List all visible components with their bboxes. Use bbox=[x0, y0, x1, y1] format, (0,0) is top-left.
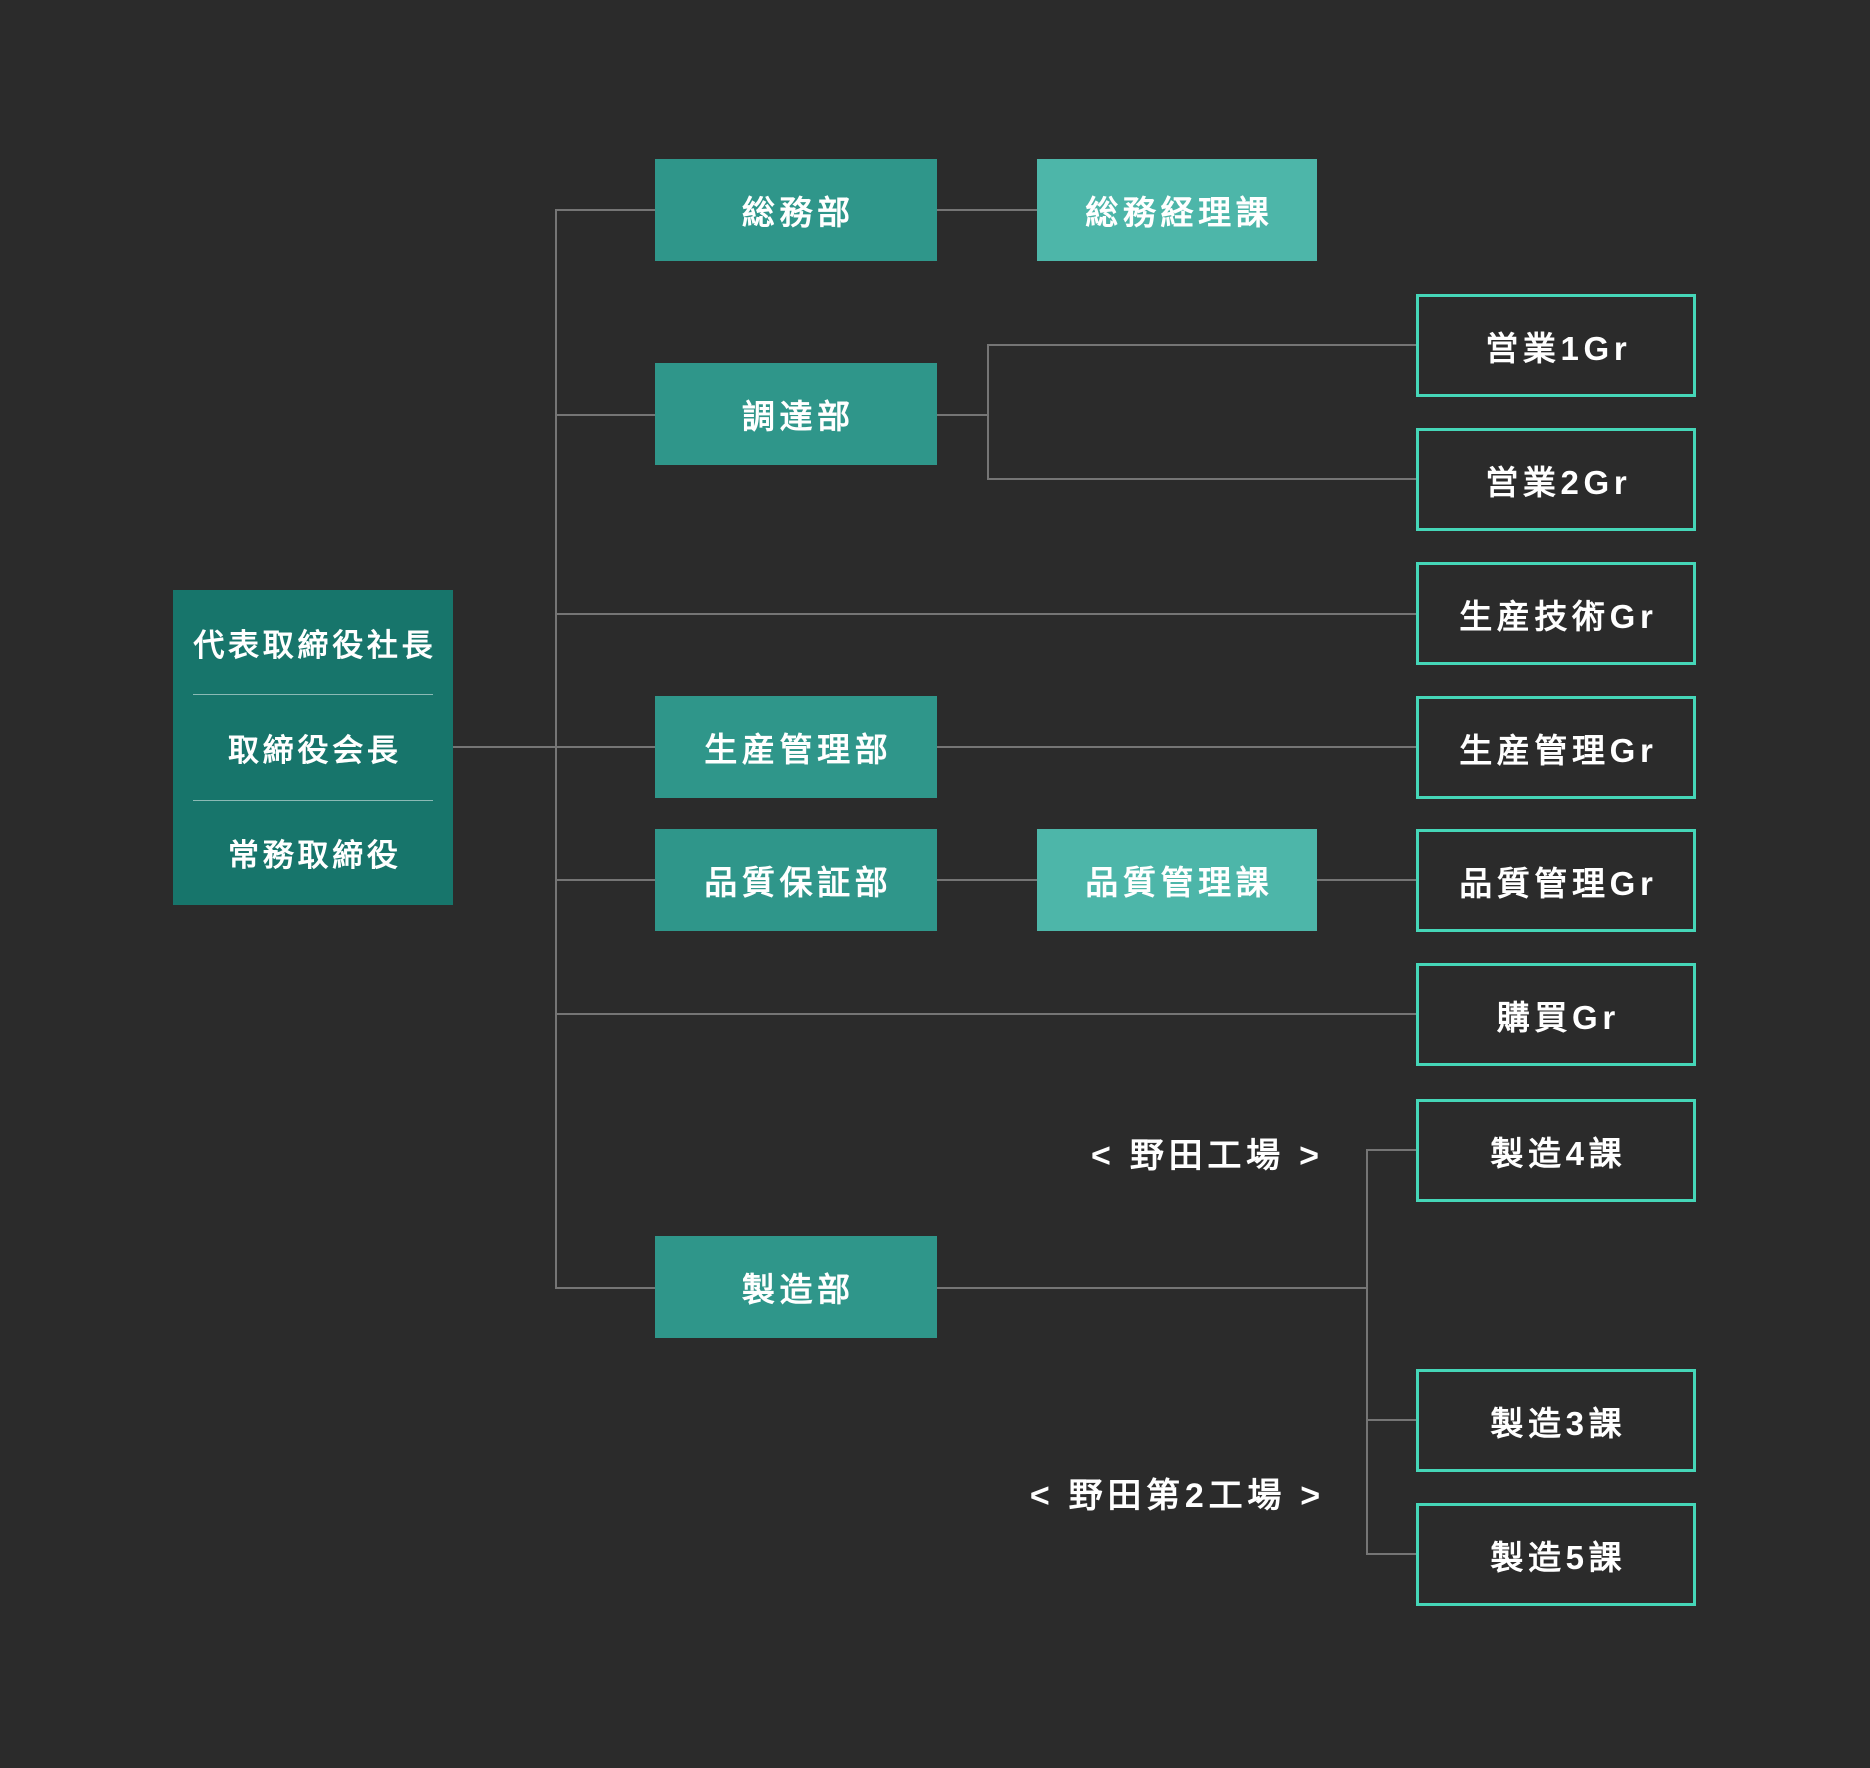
exec-title-president-label: 代表取締役社長 bbox=[193, 627, 437, 663]
group-hinshitsu-kanri-label: 品質管理Gr bbox=[1459, 864, 1658, 902]
connector-trunk-to-chotatsu bbox=[556, 414, 655, 416]
group-box-seizo4: 製造4課 bbox=[1416, 1099, 1696, 1202]
connector-somu-to-somu-keiri bbox=[937, 209, 1037, 211]
group-eigyo1-label: 営業1Gr bbox=[1485, 329, 1632, 367]
group-box-kobai: 購買Gr bbox=[1416, 963, 1696, 1066]
group-seizo4-label: 製造4課 bbox=[1490, 1134, 1627, 1172]
connector-trunk-to-kobai-gr bbox=[556, 1013, 1416, 1015]
connector-seizo-to-bracket bbox=[937, 1287, 1368, 1289]
dept-box-seisan-kanri: 生産管理部 bbox=[655, 696, 937, 798]
group-box-seisan-gijutsu: 生産技術Gr bbox=[1416, 562, 1696, 665]
connector-trunk-to-hinshitsu-hosho bbox=[556, 879, 655, 881]
connector-chotatsu-to-bracket bbox=[937, 414, 989, 416]
factory-label-noda2-text: < 野田第2工場 > bbox=[1029, 1477, 1325, 1515]
factory-label-noda: < 野田工場 > bbox=[1040, 1128, 1370, 1177]
exec-title-president: 代表取締役社長 bbox=[173, 590, 453, 694]
section-box-hinshitsu-kanri: 品質管理課 bbox=[1037, 829, 1317, 931]
exec-title-managing-director: 常務取締役 bbox=[173, 801, 453, 905]
dept-box-seizo: 製造部 bbox=[655, 1236, 937, 1338]
section-hinshitsu-kanri-label: 品質管理課 bbox=[1085, 864, 1274, 901]
group-box-eigyo2: 営業2Gr bbox=[1416, 428, 1696, 531]
exec-title-managing-director-label: 常務取締役 bbox=[228, 838, 402, 874]
dept-seisan-kanri-label: 生産管理部 bbox=[704, 731, 893, 768]
connector-bracket-to-seizo3 bbox=[1367, 1419, 1416, 1421]
group-box-seisan-kanri-gr: 生産管理Gr bbox=[1416, 696, 1696, 799]
exec-divider bbox=[193, 799, 433, 801]
connector-bracket-to-eigyo2 bbox=[987, 478, 1416, 480]
exec-title-chairman: 取締役会長 bbox=[173, 695, 453, 799]
group-box-hinshitsu-kanri-gr: 品質管理Gr bbox=[1416, 829, 1696, 932]
group-seisan-kanri-label: 生産管理Gr bbox=[1459, 731, 1658, 769]
connector-bracket-to-seizo5 bbox=[1367, 1553, 1416, 1555]
group-kobai-label: 購買Gr bbox=[1496, 998, 1620, 1036]
connector-hinshitsu-hosho-to-ka bbox=[937, 879, 1037, 881]
dept-box-hinshitsu-hosho: 品質保証部 bbox=[655, 829, 937, 931]
group-seizo3-label: 製造3課 bbox=[1490, 1404, 1627, 1442]
group-seisan-gijutsu-label: 生産技術Gr bbox=[1459, 597, 1658, 635]
dept-box-chotatsu: 調達部 bbox=[655, 363, 937, 465]
connector-trunk-vertical bbox=[555, 209, 557, 1289]
connector-eigyo-bracket-vertical bbox=[987, 344, 989, 480]
dept-somu-label: 総務部 bbox=[741, 194, 855, 231]
exec-divider bbox=[193, 694, 433, 696]
dept-box-somu: 総務部 bbox=[655, 159, 937, 261]
connector-bracket-to-seizo4 bbox=[1367, 1149, 1416, 1151]
factory-label-noda2: < 野田第2工場 > bbox=[1000, 1468, 1350, 1517]
group-box-eigyo1: 営業1Gr bbox=[1416, 294, 1696, 397]
dept-chotatsu-label: 調達部 bbox=[741, 398, 855, 435]
group-seizo5-label: 製造5課 bbox=[1490, 1538, 1627, 1576]
section-somu-keiri-label: 総務経理課 bbox=[1085, 194, 1274, 231]
group-eigyo2-label: 営業2Gr bbox=[1485, 463, 1632, 501]
dept-hinshitsu-hosho-label: 品質保証部 bbox=[704, 864, 893, 901]
group-box-seizo3: 製造3課 bbox=[1416, 1369, 1696, 1472]
factory-label-noda-text: < 野田工場 > bbox=[1091, 1137, 1324, 1175]
connector-bracket-to-eigyo1 bbox=[987, 344, 1416, 346]
connector-trunk-to-somu bbox=[556, 209, 655, 211]
connector-seizo-bracket-vertical bbox=[1366, 1149, 1368, 1555]
dept-seizo-label: 製造部 bbox=[741, 1271, 855, 1308]
section-box-somu-keiri: 総務経理課 bbox=[1037, 159, 1317, 261]
connector-trunk-to-seizo bbox=[556, 1287, 655, 1289]
exec-title-chairman-label: 取締役会長 bbox=[228, 732, 402, 768]
group-box-seizo5: 製造5課 bbox=[1416, 1503, 1696, 1606]
connector-hinshitsu-ka-to-gr bbox=[1317, 879, 1416, 881]
connector-trunk-to-seisan-gijutsu-gr bbox=[556, 613, 1416, 615]
connector-seisan-kanri-to-gr bbox=[937, 746, 1416, 748]
connector-exec-to-trunk bbox=[453, 746, 655, 748]
exec-box: 代表取締役社長 取締役会長 常務取締役 bbox=[173, 590, 453, 905]
